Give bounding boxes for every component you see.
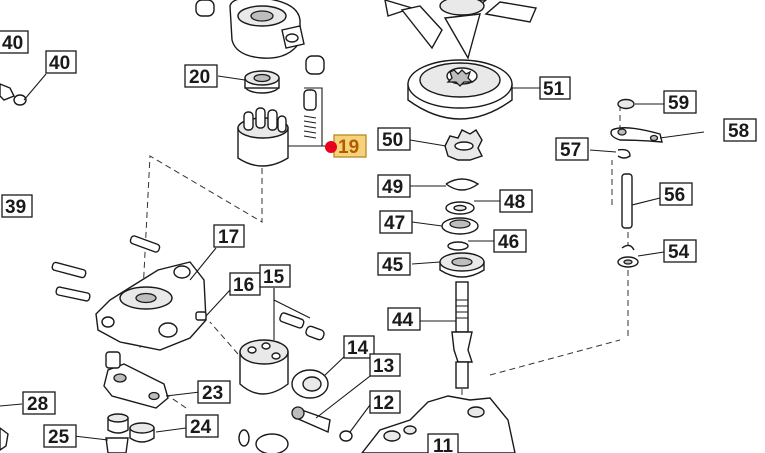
part-label-44[interactable]: 44 (387, 307, 421, 331)
svg-text:17: 17 (218, 227, 239, 248)
svg-text:48: 48 (504, 192, 525, 213)
fan-blade-part (384, 0, 537, 60)
hotspot-marker[interactable] (325, 141, 337, 153)
svg-text:45: 45 (382, 255, 404, 276)
part-label-58[interactable]: 58 (723, 118, 757, 142)
svg-text:40: 40 (2, 33, 23, 54)
part-label-59[interactable]: 59 (663, 90, 697, 114)
svg-text:24: 24 (190, 417, 212, 438)
ring-20-part (244, 70, 280, 94)
svg-text:47: 47 (384, 213, 405, 234)
part-label-17[interactable]: 17 (213, 224, 245, 248)
svg-text:57: 57 (560, 140, 581, 161)
svg-text:19: 19 (338, 137, 359, 158)
svg-text:28: 28 (27, 394, 48, 415)
svg-text:46: 46 (498, 232, 519, 253)
svg-text:13: 13 (373, 356, 394, 377)
part-label-45[interactable]: 45 (377, 252, 411, 276)
svg-text:12: 12 (373, 393, 394, 414)
part-label-16[interactable]: 16 (229, 272, 261, 296)
part-label-57[interactable]: 57 (555, 137, 589, 161)
part-label-54[interactable]: 54 (663, 239, 697, 263)
part-label-23[interactable]: 23 (197, 380, 231, 404)
part-label-48[interactable]: 48 (499, 189, 533, 213)
part-labels: 40 40 39 28 20 19 51 (0, 30, 757, 453)
part-label-25[interactable]: 25 (43, 424, 77, 448)
cylinder-block-19-part (237, 89, 317, 167)
part-label-14[interactable]: 14 (343, 335, 375, 359)
part-label-28[interactable]: 28 (22, 391, 56, 415)
svg-text:11: 11 (433, 436, 454, 453)
svg-text:15: 15 (263, 267, 285, 288)
housing-11-part (361, 395, 516, 453)
part-label-49[interactable]: 49 (377, 174, 411, 198)
svg-text:50: 50 (382, 130, 403, 151)
gear-50-part (444, 129, 483, 161)
svg-text:54: 54 (668, 242, 690, 263)
part-label-56[interactable]: 56 (659, 182, 693, 206)
part-label-13[interactable]: 13 (369, 353, 401, 377)
svg-text:58: 58 (728, 121, 749, 142)
part-label-12[interactable]: 12 (369, 390, 401, 414)
part-label-19-selected[interactable]: 19 (325, 134, 367, 158)
part-label-34[interactable]: 39 (1, 194, 33, 218)
bracket-23-part (103, 351, 169, 409)
part-label-20[interactable]: 20 (184, 64, 218, 88)
part-label-24[interactable]: 24 (185, 414, 219, 438)
svg-text:14: 14 (347, 338, 369, 359)
svg-text:25: 25 (48, 427, 70, 448)
pump-internals-parts (238, 312, 353, 453)
part-label-11[interactable]: 11 (427, 433, 459, 453)
part-label-15[interactable]: 15 (259, 264, 291, 288)
part-label-40[interactable]: 40 (0, 30, 29, 54)
svg-text:40: 40 (49, 53, 70, 74)
svg-text:39: 39 (5, 197, 26, 218)
pump-housing-17-part (51, 235, 207, 351)
edge-parts (0, 83, 27, 451)
svg-text:59: 59 (668, 93, 689, 114)
gearbox-housing-part (195, 0, 325, 75)
shaft-stack-parts (439, 178, 485, 278)
part-label-51[interactable]: 51 (539, 76, 571, 100)
leader-lines (0, 73, 705, 441)
svg-text:44: 44 (392, 310, 414, 331)
svg-text:16: 16 (233, 275, 254, 296)
svg-text:51: 51 (543, 79, 565, 100)
part-label-50[interactable]: 50 (377, 127, 411, 151)
svg-text:49: 49 (382, 177, 403, 198)
pulley-51-part (407, 59, 513, 120)
part-label-47[interactable]: 47 (379, 210, 413, 234)
caps-24-25-parts (105, 413, 155, 453)
part-label-39[interactable]: 40 (45, 50, 77, 74)
svg-text:56: 56 (664, 185, 685, 206)
svg-text:20: 20 (189, 67, 210, 88)
part-label-46[interactable]: 46 (493, 229, 527, 253)
control-linkage-parts (610, 98, 663, 268)
svg-text:23: 23 (202, 383, 223, 404)
shaft-44-part (451, 281, 473, 389)
